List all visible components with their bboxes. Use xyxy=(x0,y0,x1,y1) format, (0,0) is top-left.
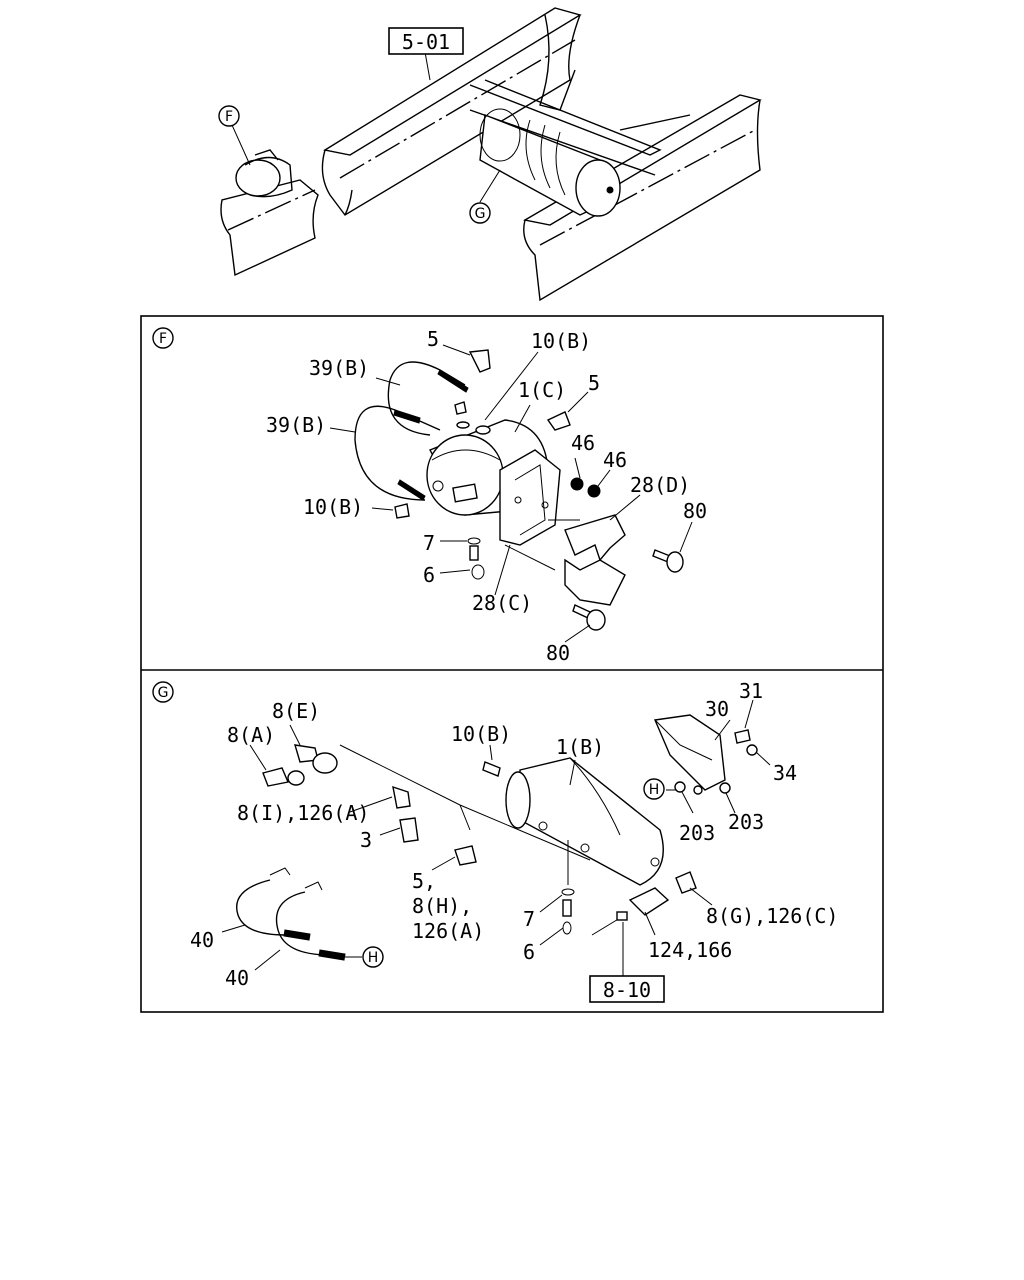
label-10b-top: 10(B) xyxy=(531,329,591,353)
tank-1c-illustration xyxy=(329,344,693,643)
label-203-right: 203 xyxy=(728,810,764,834)
label-40-lower: 40 xyxy=(225,966,249,990)
label-46-b: 46 xyxy=(603,448,627,472)
panel-g-ref-label: 8-10 xyxy=(603,978,651,1002)
callout-h-bottom-letter: H xyxy=(368,950,379,966)
callout-h-top-circle xyxy=(643,778,665,800)
label-5-top: 5 xyxy=(427,327,439,351)
label-6: 6 xyxy=(423,563,435,587)
label-126a: 126(A) xyxy=(412,919,484,943)
label-10b-left: 10(B) xyxy=(303,495,363,519)
panel-g-badge-letter: G xyxy=(158,685,169,701)
label-6: 6 xyxy=(523,940,535,964)
label-34: 34 xyxy=(773,761,797,785)
label-3: 3 xyxy=(360,828,372,852)
label-1b: 1(B) xyxy=(556,735,604,759)
label-8a: 8(A) xyxy=(227,723,275,747)
label-8e: 8(E) xyxy=(272,699,320,723)
label-10b: 10(B) xyxy=(451,722,511,746)
callout-h-top-letter: H xyxy=(649,782,660,798)
label-31: 31 xyxy=(739,679,763,703)
label-7: 7 xyxy=(423,531,435,555)
label-5-right: 5 xyxy=(588,371,600,395)
overview-ref-label: 5-01 xyxy=(402,30,450,54)
label-40-upper: 40 xyxy=(190,928,214,952)
label-28d: 28(D) xyxy=(630,473,690,497)
tank-1b-illustration xyxy=(221,699,771,980)
label-124-166: 124,166 xyxy=(648,938,732,962)
callout-g-circle xyxy=(469,202,491,224)
detail-panels-frame xyxy=(140,315,884,1013)
label-8g-126c: 8(G),126(C) xyxy=(706,904,838,928)
callout-f-letter: F xyxy=(225,109,233,125)
callout-f-circle xyxy=(218,105,240,127)
panel-f: F xyxy=(152,327,707,665)
panel-g-ref-box xyxy=(589,975,665,1003)
panel-g: G xyxy=(152,679,838,1003)
panel-f-badge xyxy=(152,327,174,349)
label-1c: 1(C) xyxy=(518,378,566,402)
label-39b-lower: 39(B) xyxy=(266,413,326,437)
panel-g-badge xyxy=(152,681,174,703)
overview-ref-box xyxy=(388,27,464,55)
label-8i-126a: 8(I),126(A) xyxy=(237,801,369,825)
callout-g-letter: G xyxy=(475,206,486,222)
panel-f-badge-letter: F xyxy=(159,331,167,347)
label-28c: 28(C) xyxy=(472,591,532,615)
label-80-bottom: 80 xyxy=(546,641,570,665)
label-7: 7 xyxy=(523,907,535,931)
label-39b-upper: 39(B) xyxy=(309,356,369,380)
label-46-a: 46 xyxy=(571,431,595,455)
overview-illustration xyxy=(220,7,762,302)
label-80-right: 80 xyxy=(683,499,707,523)
callout-h-bottom-circle xyxy=(362,946,384,968)
label-203-left: 203 xyxy=(679,821,715,845)
label-30: 30 xyxy=(705,697,729,721)
label-8h: 8(H), xyxy=(412,894,472,918)
label-5: 5, xyxy=(412,869,436,893)
